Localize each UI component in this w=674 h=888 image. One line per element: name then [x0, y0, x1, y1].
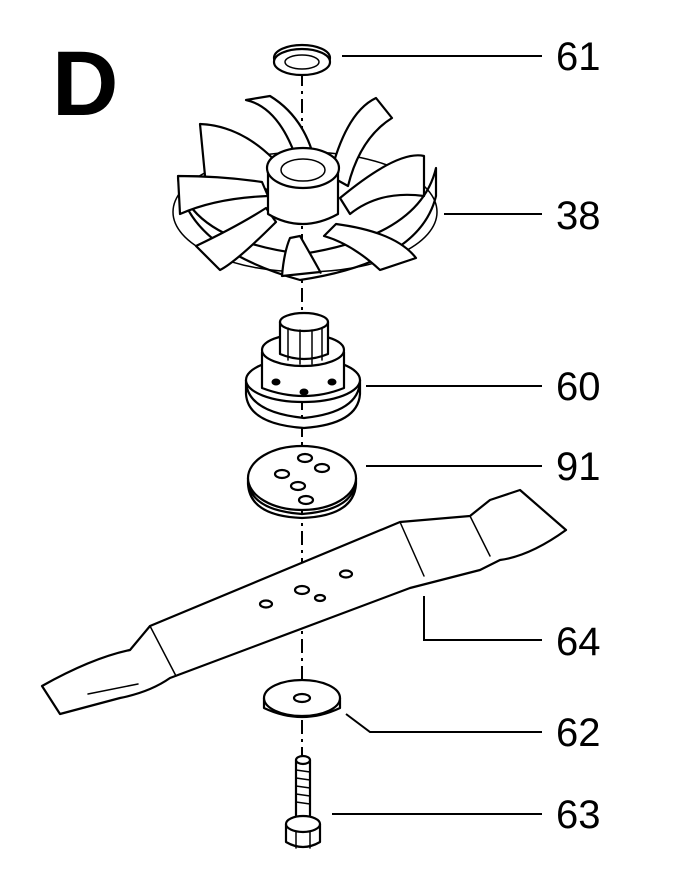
washer-top-part — [272, 43, 332, 77]
section-letter: D — [52, 33, 118, 135]
mower-blade-part — [40, 488, 568, 716]
washer-bottom-part — [262, 678, 342, 719]
drive-plate-part — [246, 444, 358, 520]
callout-64: 64 — [556, 620, 601, 664]
leader-line-64 — [423, 596, 542, 641]
blade-hub-part — [244, 311, 362, 430]
callout-38: 38 — [556, 194, 601, 238]
callout-61: 61 — [556, 35, 601, 79]
leader-line-62 — [345, 713, 542, 733]
bolt-part — [284, 754, 322, 849]
callout-91: 91 — [556, 445, 601, 489]
callout-63: 63 — [556, 793, 601, 837]
fan-impeller-part — [172, 94, 438, 282]
callout-62: 62 — [556, 711, 601, 755]
callout-60: 60 — [556, 365, 601, 409]
